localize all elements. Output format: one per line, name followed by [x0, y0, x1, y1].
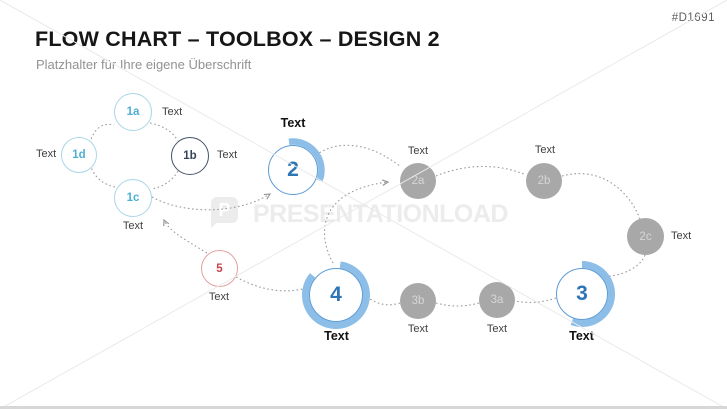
- node-3a-label: 3a: [490, 294, 504, 306]
- node-2b: 2b: [526, 163, 562, 199]
- connector-2c-3: [601, 254, 646, 278]
- node-1b: 1b: [171, 137, 209, 175]
- node-1c-caption: Text: [122, 220, 144, 232]
- node-2-caption: Text: [280, 116, 306, 130]
- node-3a: 3a: [479, 282, 515, 318]
- connector-3-3a: [514, 297, 557, 304]
- node-4: 4: [309, 268, 363, 322]
- node-1d-caption: Text: [36, 148, 57, 160]
- node-1d-label: 1d: [72, 149, 86, 161]
- connector-2b-2c: [561, 173, 641, 220]
- node-2c-caption: Text: [671, 230, 692, 242]
- node-3b-caption: Text: [407, 323, 429, 335]
- node-2a-label: 2a: [411, 175, 425, 187]
- node-2-label: 2: [287, 158, 299, 181]
- node-1a: 1a: [114, 93, 152, 131]
- node-1c-label: 1c: [126, 192, 140, 204]
- node-4-label: 4: [330, 283, 342, 306]
- node-2b-label: 2b: [537, 175, 551, 187]
- node-1b-label: 1b: [183, 150, 197, 162]
- connector-3b-4: [369, 298, 401, 306]
- node-4-caption: Text: [324, 329, 349, 343]
- node-1c: 1c: [114, 179, 152, 217]
- node-5-label: 5: [216, 262, 223, 275]
- connector-1c-to-2: [151, 193, 272, 211]
- connector-2-2a: [315, 144, 402, 168]
- connector-5-to-1c: [163, 218, 208, 254]
- node-2b-caption: Text: [534, 144, 556, 156]
- node-2c: 2c: [627, 218, 664, 255]
- node-5: 5: [201, 250, 238, 287]
- connector-1b-1c: [150, 170, 179, 190]
- node-1b-caption: Text: [217, 149, 238, 161]
- node-5-caption: Text: [208, 291, 230, 303]
- node-2a: 2a: [400, 163, 436, 199]
- node-3: 3: [556, 268, 608, 320]
- connector-3a-3b: [435, 302, 480, 307]
- node-3-caption: Text: [569, 329, 594, 343]
- connector-1a-1b: [149, 122, 179, 142]
- node-1a-label: 1a: [126, 106, 140, 118]
- node-3b: 3b: [400, 283, 436, 319]
- connector-2a-2b: [435, 165, 527, 177]
- connector-1c-1d: [90, 166, 116, 188]
- connector-1d-1a: [89, 123, 115, 144]
- node-3-label: 3: [576, 282, 588, 305]
- node-1d: 1d: [61, 137, 97, 173]
- node-3a-caption: Text: [486, 323, 508, 335]
- connector-4-to-2a: [323, 179, 390, 264]
- connector-5-4: [235, 276, 304, 292]
- node-3b-label: 3b: [411, 295, 425, 307]
- node-2a-caption: Text: [407, 145, 429, 157]
- node-2: 2: [268, 145, 318, 195]
- node-1a-caption: Text: [162, 106, 183, 118]
- node-2c-label: 2c: [639, 230, 652, 243]
